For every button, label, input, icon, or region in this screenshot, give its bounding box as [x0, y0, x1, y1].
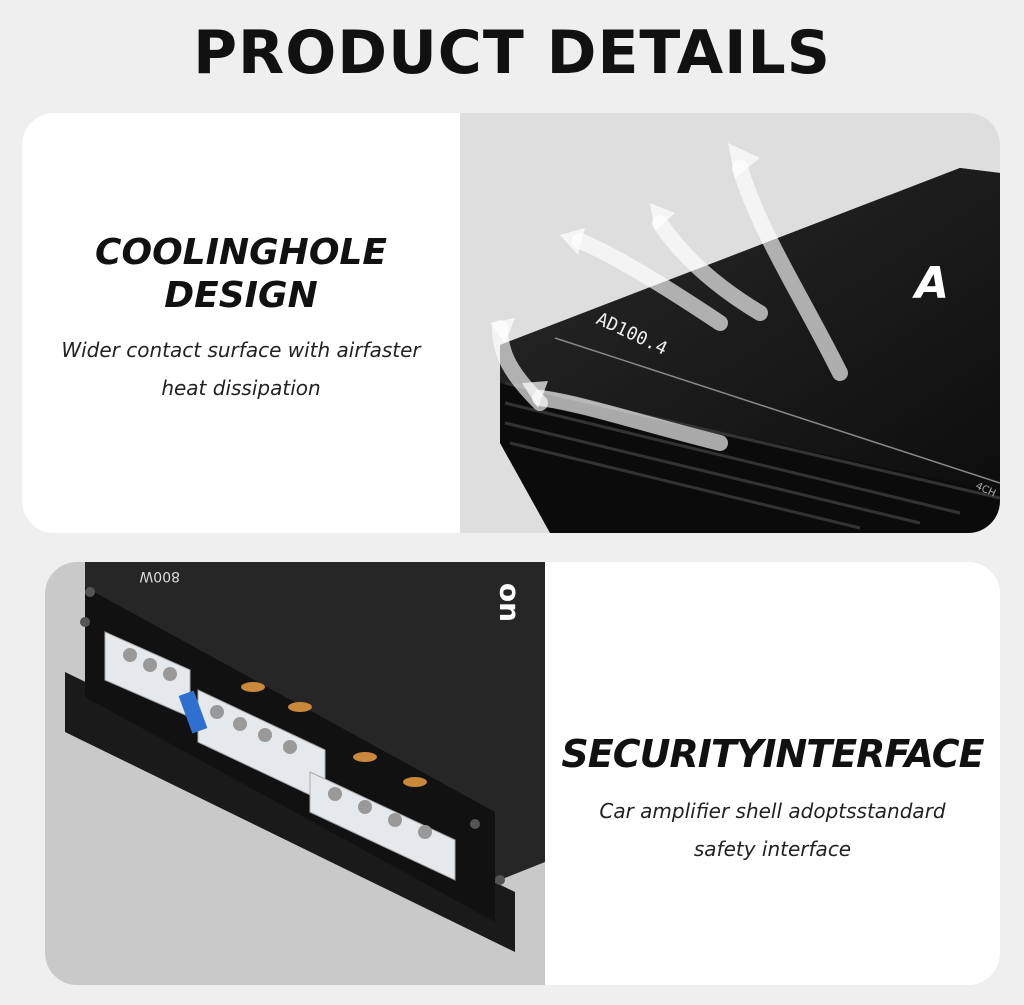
desc-line: Wider contact surface with airfaster	[61, 338, 421, 363]
brand-logo: uo	[489, 583, 522, 622]
amplifier-terminals-photo: 800W uo	[45, 562, 545, 985]
cooling-text-block: COOLINGHOLE DESIGN Wider contact surface…	[22, 231, 460, 407]
airflow-arrows-icon	[492, 160, 848, 451]
security-heading: SECURITYINTERFACE	[561, 732, 984, 776]
heading-line: DESIGN	[164, 275, 318, 317]
cooling-heading: COOLINGHOLE DESIGN	[22, 231, 460, 317]
power-label: 800W	[139, 568, 180, 584]
heading-line: COOLINGHOLE	[95, 232, 387, 273]
desc-line: safety interface	[693, 836, 852, 861]
security-description: Car amplifier shell adoptsstandard safet…	[545, 792, 1000, 868]
fuse	[178, 690, 208, 734]
desc-line: Car amplifier shell adoptsstandard	[599, 798, 946, 823]
cooling-hole-card: COOLINGHOLE DESIGN Wider contact surface…	[22, 113, 1000, 533]
cooling-description: Wider contact surface with airfaster hea…	[22, 331, 460, 407]
security-interface-card: 800W uo SECURITYINTERFACE Car amplifier …	[45, 562, 1000, 985]
desc-line: heat dissipation	[161, 376, 321, 401]
brand-logo: A	[912, 258, 949, 309]
page-title: PRODUCT DETAILS	[193, 18, 831, 88]
amplifier-cooling-photo: AD100.4 A 4CH	[460, 113, 1000, 533]
security-text-block: SECURITYINTERFACE Car amplifier shell ad…	[545, 732, 1000, 868]
